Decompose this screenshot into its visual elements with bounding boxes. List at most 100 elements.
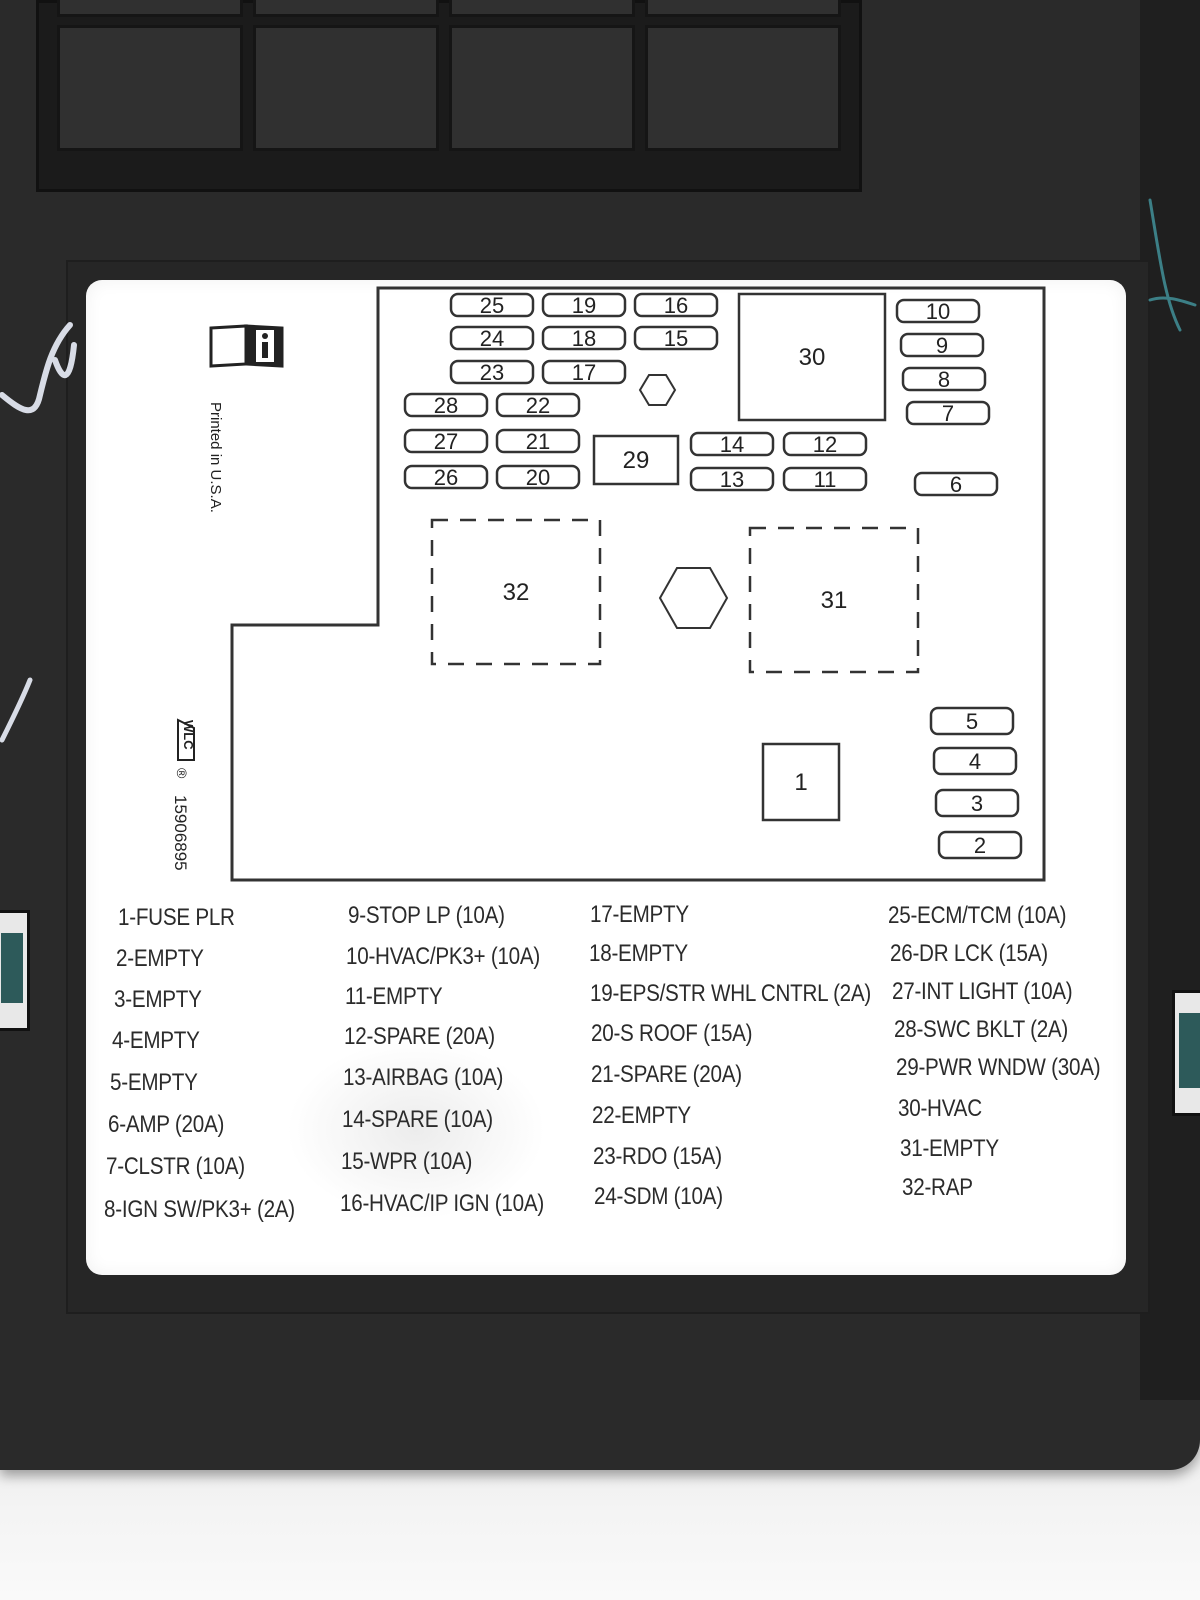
- legend-item-9: 9-STOP LP (10A): [348, 902, 505, 929]
- diagram-outline: [230, 286, 1046, 882]
- legend-item-15: 15-WPR (10A): [341, 1148, 473, 1175]
- fuse-slot-14: 14: [689, 431, 775, 457]
- legend-item-14: 14-SPARE (10A): [342, 1106, 493, 1133]
- fuse-slot-27: 27: [403, 428, 489, 454]
- legend-item-13: 13-AIRBAG (10A): [343, 1064, 504, 1091]
- fuse-number-21: 21: [526, 429, 550, 454]
- legend-item-1: 1-FUSE PLR: [118, 904, 235, 931]
- fuse-outline-15: [633, 325, 719, 351]
- relay-number-1: 1: [794, 769, 807, 796]
- fuse-number-8: 8: [938, 367, 950, 392]
- fuse-outline-25: [449, 292, 535, 318]
- relay-slot-32: 32: [430, 518, 602, 666]
- left-retaining-clip: [0, 910, 30, 1031]
- fuse-slot-26: 26: [403, 464, 489, 490]
- smudge: [286, 1040, 546, 1220]
- fuse-number-26: 26: [434, 465, 458, 490]
- fuse-number-14: 14: [720, 432, 744, 457]
- fuse-outline-27: [403, 428, 489, 454]
- fuse-outline-9: [899, 332, 985, 358]
- legend-item-2: 2-EMPTY: [116, 945, 204, 972]
- book-info-icon: [209, 324, 284, 368]
- fuse-slot-8: 8: [901, 366, 987, 392]
- fuse-number-13: 13: [720, 467, 744, 492]
- relay-slot-1: 1: [761, 742, 841, 822]
- fuse-outline-3: [934, 788, 1020, 818]
- relay-slot-29: 29: [592, 434, 680, 486]
- legend-item-24: 24-SDM (10A): [594, 1183, 723, 1210]
- relay-outline-30: [737, 292, 887, 422]
- legend-item-3: 3-EMPTY: [114, 986, 202, 1013]
- fuse-slot-21: 21: [495, 428, 581, 454]
- fuse-number-20: 20: [526, 465, 550, 490]
- fuse-number-15: 15: [664, 326, 688, 351]
- chalk-mark-left-lower: [0, 677, 33, 743]
- fuse-outline-26: [403, 464, 489, 490]
- legend-item-10: 10-HVAC/PK3+ (10A): [346, 943, 541, 970]
- legend-item-16: 16-HVAC/IP IGN (10A): [340, 1190, 544, 1217]
- fuse-number-2: 2: [974, 833, 986, 858]
- legend-item-21: 21-SPARE (20A): [591, 1061, 742, 1088]
- bolt-hexagon-lower: [658, 567, 729, 629]
- legend-item-28: 28-SWC BKLT (2A): [894, 1016, 1069, 1043]
- legend-item-12: 12-SPARE (20A): [344, 1023, 495, 1050]
- fuse-slot-4: 4: [932, 746, 1018, 776]
- fuse-number-19: 19: [572, 293, 596, 318]
- legend-item-7: 7-CLSTR (10A): [106, 1153, 245, 1180]
- fuse-legend: 1-FUSE PLR 2-EMPTY 3-EMPTY 4-EMPTY 5-EMP…: [86, 280, 1126, 1275]
- cover-grille: [36, 0, 862, 192]
- legend-item-17: 17-EMPTY: [590, 901, 689, 928]
- legend-item-8: 8-IGN SW/PK3+ (2A): [104, 1196, 295, 1223]
- fuse-number-17: 17: [572, 360, 596, 385]
- fuse-outline-11: [782, 466, 868, 492]
- fuse-slot-15: 15: [633, 325, 719, 351]
- fuse-slot-5: 5: [929, 706, 1015, 736]
- fuse-outline-28: [403, 392, 489, 418]
- fuse-number-11: 11: [814, 467, 837, 492]
- fuse-slot-20: 20: [495, 464, 581, 490]
- legend-item-29: 29-PWR WNDW (30A): [896, 1054, 1101, 1081]
- fuse-number-24: 24: [480, 326, 504, 351]
- fuse-outline-10: [895, 298, 981, 324]
- fuse-slot-18: 18: [541, 325, 627, 351]
- legend-item-22: 22-EMPTY: [592, 1102, 691, 1129]
- legend-item-25: 25-ECM/TCM (10A): [888, 902, 1067, 929]
- fuse-outline-4: [932, 746, 1018, 776]
- fuse-slot-10: 10: [895, 298, 981, 324]
- relay-number-31: 31: [821, 587, 848, 614]
- legend-item-19: 19-EPS/STR WHL CNTRL (2A): [590, 980, 872, 1007]
- relay-outline-29: [592, 434, 680, 486]
- fuse-slot-23: 23: [449, 359, 535, 385]
- fuse-number-6: 6: [950, 472, 962, 497]
- fuse-number-12: 12: [813, 432, 837, 457]
- fuse-slot-28: 28: [403, 392, 489, 418]
- fuse-outline-6: [913, 471, 999, 497]
- fuse-number-10: 10: [926, 299, 950, 324]
- fuse-outline-17: [541, 359, 627, 385]
- relay-outline-31: [748, 526, 920, 674]
- fuse-slot-7: 7: [905, 400, 991, 426]
- fuse-number-16: 16: [664, 293, 688, 318]
- bolt-hexagon-upper: [638, 374, 677, 406]
- fuse-number-7: 7: [942, 401, 954, 426]
- right-retaining-clip: [1172, 990, 1200, 1116]
- legend-item-32: 32-RAP: [902, 1174, 973, 1201]
- fuse-number-3: 3: [971, 791, 983, 816]
- legend-item-18: 18-EMPTY: [589, 940, 688, 967]
- relay-number-29: 29: [623, 447, 650, 474]
- fuse-outline-14: [689, 431, 775, 457]
- fuse-number-9: 9: [936, 333, 948, 358]
- fuse-outline-23: [449, 359, 535, 385]
- legend-item-4: 4-EMPTY: [112, 1027, 200, 1054]
- legend-item-30: 30-HVAC: [898, 1095, 982, 1122]
- legend-item-31: 31-EMPTY: [900, 1135, 999, 1162]
- fuse-slot-17: 17: [541, 359, 627, 385]
- fuse-slot-22: 22: [495, 392, 581, 418]
- legend-item-20: 20-S ROOF (15A): [591, 1020, 753, 1047]
- fuse-number-25: 25: [480, 293, 504, 318]
- fuse-outline-18: [541, 325, 627, 351]
- fuse-slot-16: 16: [633, 292, 719, 318]
- fuse-outline-7: [905, 400, 991, 426]
- fuse-number-5: 5: [966, 709, 978, 734]
